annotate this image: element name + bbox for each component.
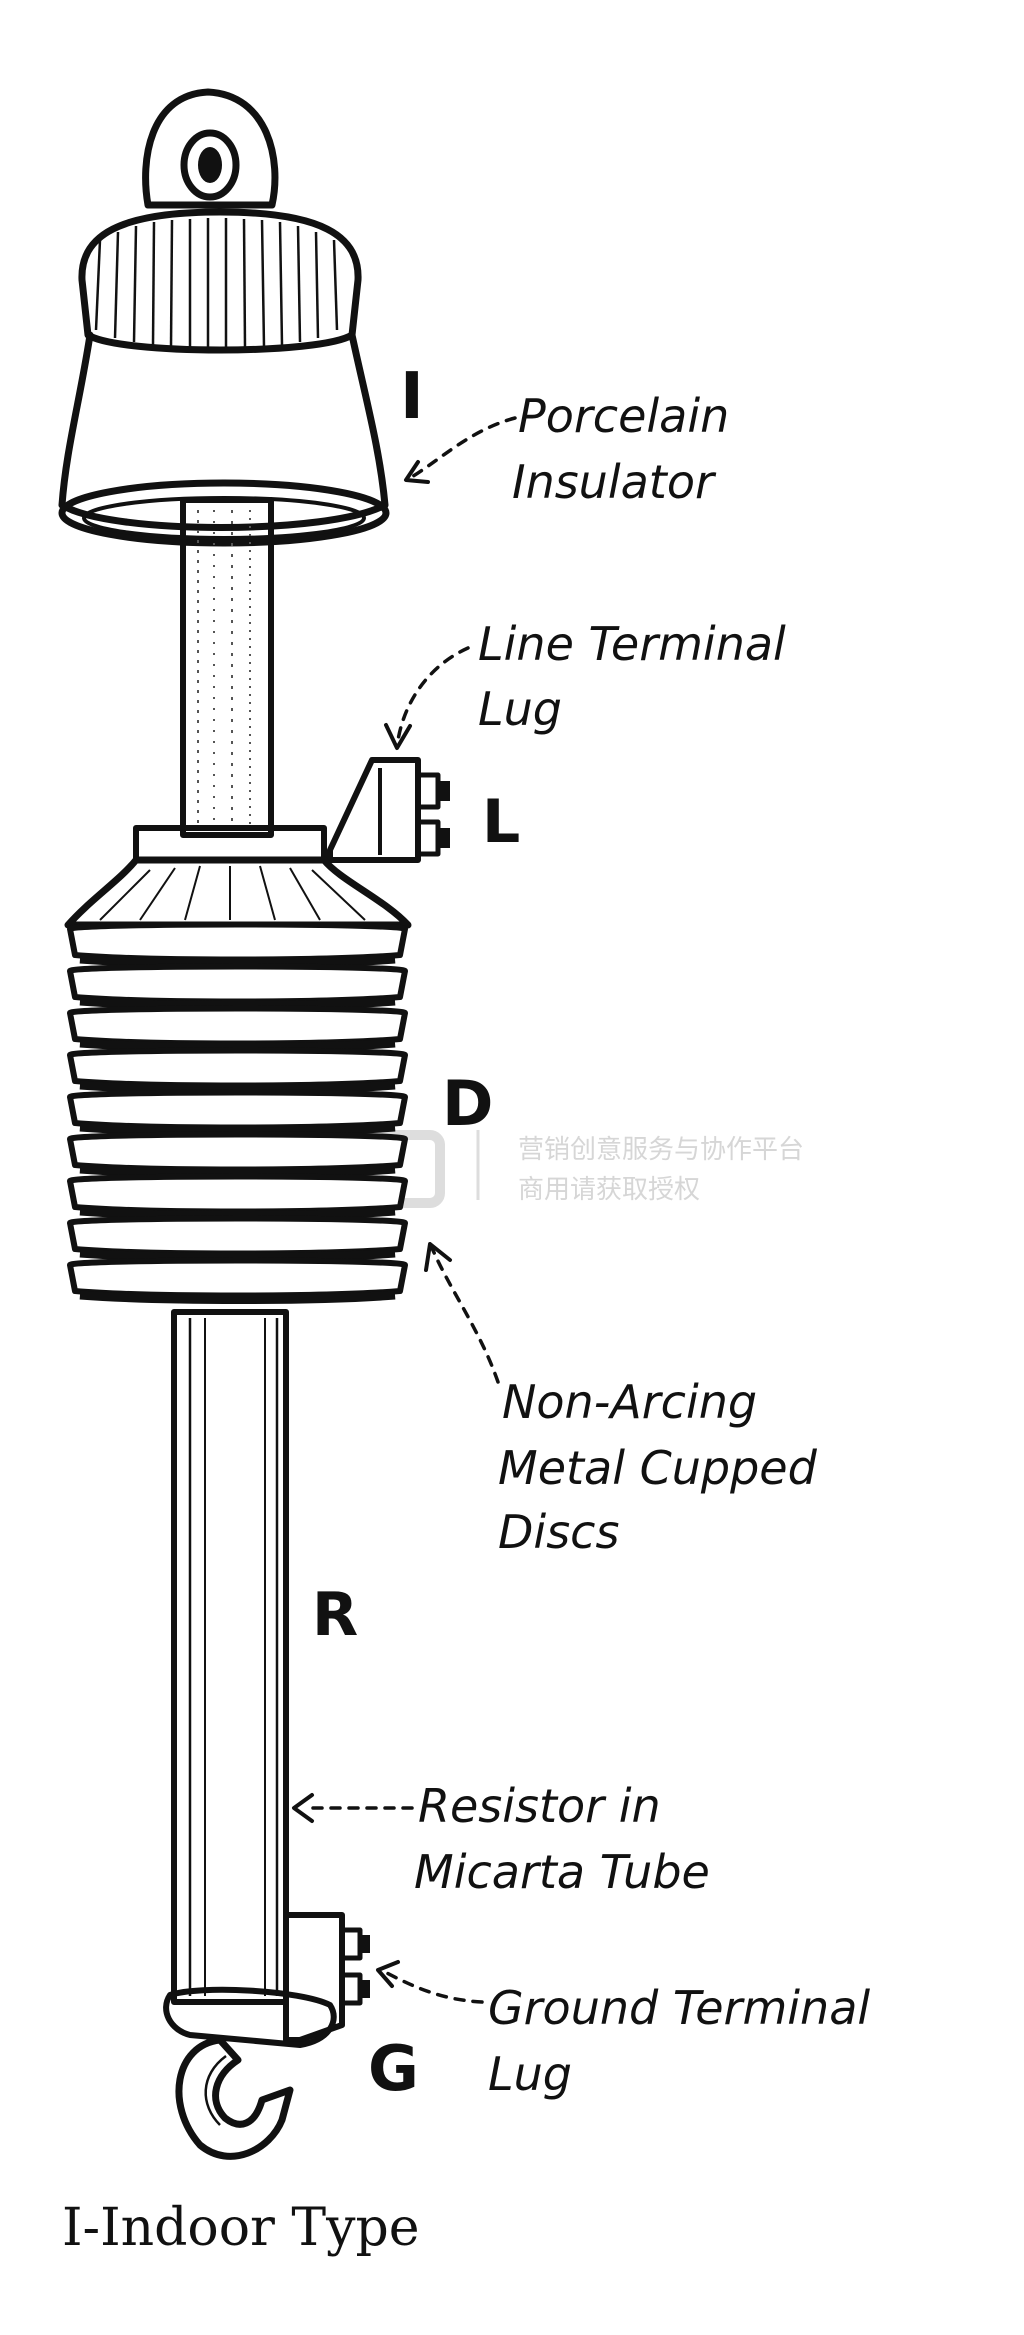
- disc-gap-shadow: [79, 1248, 396, 1262]
- label-letter-g: G: [368, 2032, 419, 2105]
- callout-line-terminal-lug: Line Terminal Lug: [478, 617, 786, 736]
- watermark-line-2: 商用请获取授权: [518, 1175, 700, 1205]
- callout-line: Discs: [498, 1505, 619, 1559]
- disc-gap-shadow: [79, 1122, 396, 1136]
- metal-disc: [67, 1173, 408, 1215]
- disc-stack: [67, 921, 408, 1304]
- callout-porcelain-insulator: Porcelain Insulator: [512, 389, 729, 509]
- callout-line: Lug: [478, 682, 562, 736]
- disc-gap-shadow: [79, 1206, 396, 1220]
- callout-line: Non-Arcing: [502, 1375, 757, 1429]
- ground-terminal-lug: [163, 1912, 370, 2048]
- upper-rod: [180, 497, 274, 838]
- metal-cupped-discs: [64, 825, 412, 929]
- porcelain-insulator: [58, 88, 390, 547]
- disc-gap-shadow: [79, 954, 396, 968]
- callout-line: Resistor in: [418, 1779, 661, 1833]
- metal-disc: [67, 1047, 408, 1089]
- disc-gap-shadow: [79, 1080, 396, 1094]
- disc-gap-shadow: [79, 996, 396, 1010]
- metal-disc: [67, 1131, 408, 1173]
- callout-ground-terminal-lug: Ground Terminal Lug: [488, 1981, 870, 2101]
- resistor-tube: [171, 1309, 289, 2005]
- label-letter-r: R: [312, 1580, 358, 1650]
- leader-lines: [292, 416, 517, 2004]
- callout-line: Ground Terminal: [488, 1981, 870, 2035]
- callout-line: Insulator: [512, 455, 717, 509]
- callout-resistor-micarta: Resistor in Micarta Tube: [414, 1779, 710, 1899]
- callout-non-arcing-discs: Non-Arcing Metal Cupped Discs: [498, 1375, 818, 1559]
- disc-gap-shadow: [79, 1038, 396, 1052]
- callout-line: Lug: [488, 2047, 572, 2101]
- callout-line: Porcelain: [518, 389, 729, 443]
- label-letter-l: L: [482, 787, 520, 857]
- diagram-caption: I-Indoor Type: [62, 2198, 420, 2258]
- metal-disc: [67, 1005, 408, 1047]
- metal-disc: [67, 1089, 408, 1131]
- line-terminal-lug: [327, 757, 450, 863]
- metal-disc: [67, 963, 408, 1005]
- label-letter-d: D: [442, 1067, 493, 1140]
- disc-gap-shadow: [79, 1290, 396, 1304]
- callout-line: Line Terminal: [478, 617, 786, 671]
- callout-line: Metal Cupped: [498, 1441, 818, 1495]
- hook: [175, 2036, 294, 2160]
- metal-disc: [67, 1215, 408, 1257]
- label-letter-i: I: [400, 360, 424, 434]
- metal-disc: [67, 921, 408, 963]
- disc-gap-shadow: [79, 1164, 396, 1178]
- watermark-line-1: 营销创意服务与协作平台: [518, 1135, 804, 1165]
- callout-line: Micarta Tube: [414, 1845, 710, 1899]
- metal-disc: [67, 1257, 408, 1299]
